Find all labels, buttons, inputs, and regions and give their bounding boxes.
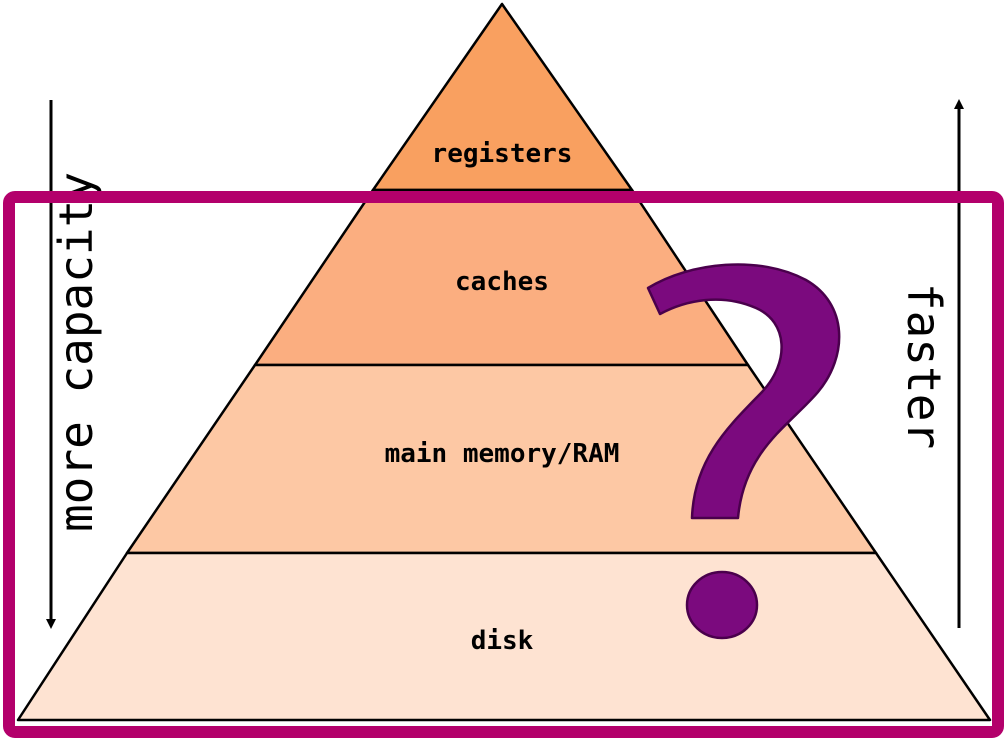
tier-label-caches: caches [455, 267, 549, 297]
tier-label-main-memory: main memory/RAM [385, 439, 620, 469]
tier-label-registers: registers [432, 139, 573, 169]
tier-label-disk: disk [471, 626, 534, 656]
capacity-label: more capacity [49, 172, 103, 532]
highlight-frame [3, 191, 1004, 738]
question-mark-icon [646, 263, 841, 640]
faster-label: faster [897, 283, 951, 449]
